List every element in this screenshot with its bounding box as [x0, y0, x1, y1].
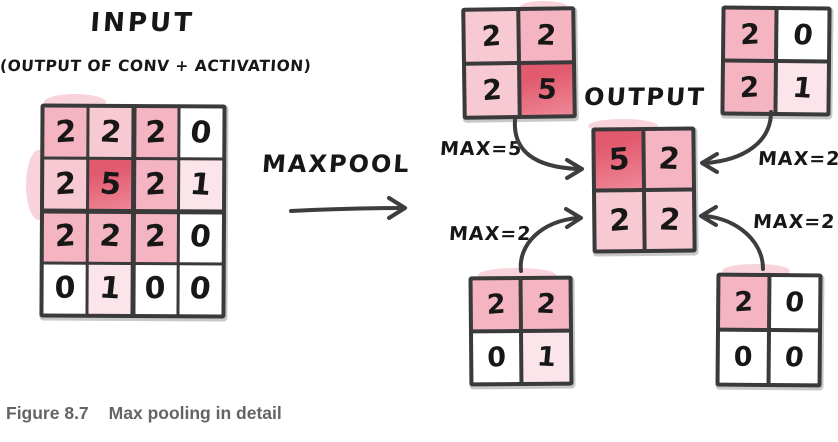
grid-cell: 5: [595, 131, 642, 189]
cell-value: 2: [657, 201, 682, 238]
pool-window-top-left: 2 2 2 5: [461, 6, 577, 120]
grid-cell: 2: [134, 108, 178, 158]
grid-cell: 2: [472, 280, 519, 330]
input-grid: 2 2 2 0 2 5 2 1 2 2 2 0 0 1 0 0: [39, 103, 227, 319]
grid-cell: 0: [771, 277, 819, 329]
cell-value: 0: [188, 218, 214, 256]
arrowhead-top-left: [565, 158, 584, 180]
grid-cell: 0: [473, 333, 520, 383]
grid-cell: 5: [521, 64, 573, 115]
cell-value: 2: [480, 18, 502, 54]
input-title: INPUT: [89, 8, 196, 38]
cell-value: 0: [783, 341, 806, 374]
grid-cell: 0: [778, 10, 828, 60]
grid-cell: 2: [134, 212, 177, 262]
grid-cell: 2: [596, 192, 643, 250]
cell-value: 2: [54, 218, 76, 255]
grid-cell: 2: [44, 107, 87, 158]
arrowhead-top-right: [700, 152, 719, 174]
cell-value: 2: [534, 18, 558, 52]
grid-cell: 2: [43, 212, 87, 262]
output-grid: 5 2 2 2: [591, 126, 697, 254]
grid-cell: 0: [179, 212, 222, 263]
maxpool-label: MAXPOOL: [261, 150, 412, 178]
cell-value: 2: [54, 113, 77, 150]
pool-window-bottom-right: 2 0 0 0: [715, 272, 823, 388]
grid-cell: 2: [89, 107, 133, 158]
pool-window-top-right: 2 0 2 1: [720, 5, 832, 117]
max-label-top-right: MAX=2: [757, 148, 838, 170]
grid-cell: 0: [719, 331, 767, 383]
cell-value: 0: [783, 286, 806, 319]
cell-value: 2: [485, 288, 506, 321]
arrow-top-left-to-output: [512, 118, 580, 171]
grid-cell: 0: [133, 264, 177, 315]
cell-value: 5: [535, 72, 559, 106]
grid-cell: 2: [720, 276, 768, 328]
cell-value: 0: [791, 17, 815, 52]
output-title: OUTPUT: [583, 83, 707, 111]
grid-cell: 0: [179, 264, 222, 315]
arrowhead-bottom-left: [564, 207, 583, 229]
grid-cell: 1: [777, 63, 827, 113]
maxpool-arrow: [289, 206, 404, 213]
cell-value: 1: [188, 166, 214, 203]
cell-value: 0: [144, 270, 166, 308]
max-label-bottom-right: MAX=2: [752, 211, 837, 233]
cell-value: 1: [97, 270, 123, 307]
input-subtitle: (OUTPUT OF CONV + ACTIVATION): [0, 57, 312, 75]
grid-cell: 2: [724, 62, 774, 112]
cell-value: 2: [98, 113, 124, 151]
grid-cell: 2: [88, 212, 132, 262]
cell-value: 0: [188, 114, 214, 151]
grid-cell: 2: [44, 159, 87, 210]
grid-cell: 2: [466, 65, 518, 116]
cell-value: 2: [656, 140, 681, 177]
cell-value: 5: [607, 140, 630, 178]
figure-caption-text: Max pooling in detail: [108, 403, 282, 423]
cell-value: 0: [188, 271, 213, 308]
cell-value: 2: [144, 218, 167, 255]
arrowhead-bottom-right: [699, 205, 718, 227]
cell-value: 5: [98, 166, 123, 203]
max-label-top-left: MAX=5: [439, 138, 524, 160]
grid-cell: 5: [89, 160, 132, 210]
max-label-bottom-left: MAX=2: [448, 223, 533, 245]
grid-cell: 2: [522, 279, 569, 329]
grid-cell: 2: [520, 10, 572, 61]
cell-value: 1: [790, 70, 814, 105]
grid-cell: 1: [88, 264, 132, 314]
cell-value: 2: [481, 72, 503, 108]
cell-value: 0: [733, 341, 753, 374]
cell-value: 0: [486, 341, 507, 374]
cell-value: 2: [734, 286, 754, 319]
cell-value: 2: [739, 16, 760, 51]
grid-cell: 2: [725, 9, 775, 59]
grid-cell: 2: [646, 191, 693, 249]
cell-value: 2: [608, 201, 631, 239]
grid-cell: 2: [645, 130, 692, 188]
cell-value: 1: [535, 341, 558, 374]
grid-cell: 1: [523, 332, 570, 382]
grid-cell: 0: [770, 332, 818, 384]
cell-value: 2: [534, 288, 557, 321]
grid-cell: 0: [43, 264, 86, 314]
quadrant-divider-horizontal: [41, 208, 225, 214]
cell-value: 2: [145, 166, 167, 203]
grid-cell: 1: [179, 160, 223, 210]
cell-value: 2: [54, 165, 76, 203]
maxpool-arrowhead: [387, 196, 407, 220]
figure-caption-number: Figure 8.7: [6, 403, 89, 423]
figure-caption: Figure 8.7 Max pooling in detail: [6, 403, 282, 424]
cell-value: 2: [97, 218, 123, 255]
cell-value: 2: [739, 69, 760, 104]
cell-value: 2: [145, 114, 167, 151]
grid-cell: 0: [180, 108, 223, 158]
grid-cell: 2: [465, 11, 517, 62]
grid-cell: 2: [134, 160, 178, 210]
pool-window-bottom-left: 2 2 0 1: [468, 275, 574, 387]
cell-value: 0: [54, 270, 76, 307]
